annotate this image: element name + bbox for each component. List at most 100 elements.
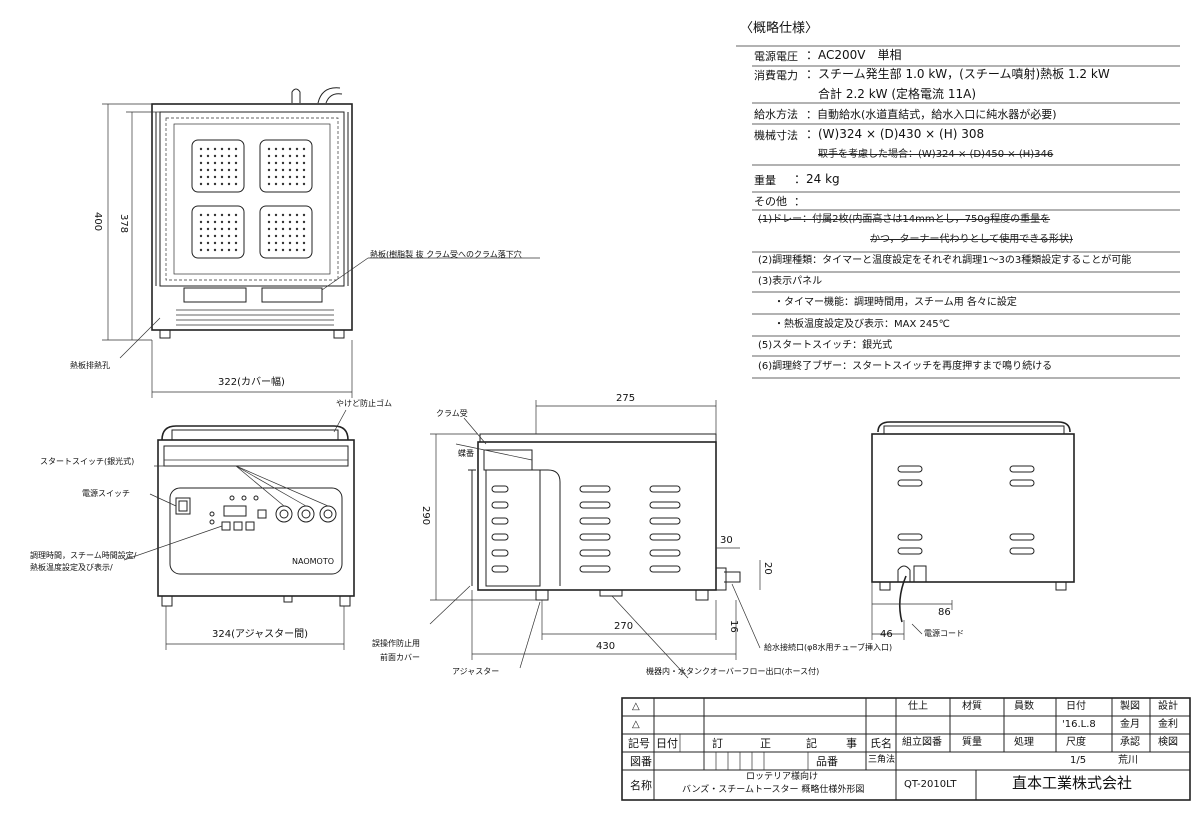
vent-dot bbox=[206, 161, 210, 165]
spec-value-power-total: 合計 2.2 kW (定格電流 11A) bbox=[818, 87, 976, 101]
vent-dot bbox=[302, 234, 306, 238]
vent-dot bbox=[227, 248, 231, 252]
vent-dot bbox=[227, 182, 231, 186]
vent-dot bbox=[206, 182, 210, 186]
spec-note-tray: (1)ドレー：付属2枚(内面高さは14mmとし，750g程度の重量を bbox=[758, 214, 1051, 225]
title-h-scale: 尺度 bbox=[1066, 737, 1086, 748]
spec-note-timer: ・タイマー機能：調理時間用，スチーム用 各々に設定 bbox=[774, 297, 1017, 308]
front-dim-378: 378 bbox=[118, 214, 129, 234]
side-vents bbox=[491, 485, 681, 573]
vent-dot bbox=[227, 220, 231, 224]
title-rev-date: 日付 bbox=[656, 737, 678, 750]
vent-dot bbox=[295, 154, 299, 158]
vent-dot bbox=[213, 248, 217, 252]
vent-dot bbox=[281, 154, 285, 158]
spec-note-tray-2: かつ，ターナー代わりとして使用できる形状) bbox=[870, 234, 1073, 245]
side-dim-270: 270 bbox=[614, 621, 634, 632]
vent-dot bbox=[234, 168, 238, 172]
vent-dot bbox=[302, 168, 306, 172]
vent-dot bbox=[199, 213, 203, 217]
vent-dot bbox=[213, 168, 217, 172]
title-h-finish: 仕上 bbox=[908, 701, 928, 712]
spec-label-voltage: 電源電圧 bbox=[754, 50, 798, 63]
vent-dot bbox=[213, 227, 217, 231]
vent-dot bbox=[206, 154, 210, 158]
vent-dot bbox=[267, 234, 271, 238]
title-h-name: 名称 bbox=[630, 779, 652, 792]
front-view bbox=[102, 87, 540, 398]
vent-dot bbox=[302, 241, 306, 245]
vent-dot bbox=[227, 175, 231, 179]
vent-dot bbox=[281, 220, 285, 224]
title-h-check: 検図 bbox=[1158, 737, 1178, 748]
side-label-adjuster: アジャスター bbox=[452, 667, 500, 676]
side-label-crumb: クラム受 bbox=[436, 409, 468, 418]
front-dim-400: 400 bbox=[92, 212, 103, 232]
vent-dot bbox=[199, 161, 203, 165]
vent-dot bbox=[220, 227, 224, 231]
vent-dot bbox=[227, 154, 231, 158]
vent-dot bbox=[213, 161, 217, 165]
vent-dot bbox=[302, 227, 306, 231]
title-rev-c3: 記 bbox=[806, 737, 817, 750]
vent-dot bbox=[220, 241, 224, 245]
vent-dot bbox=[274, 154, 278, 158]
vent-dot bbox=[227, 147, 231, 151]
panel-label-rubber: やけど防止ゴム bbox=[336, 399, 392, 408]
vent-dot bbox=[295, 241, 299, 245]
vent-dot bbox=[199, 182, 203, 186]
vent-dot bbox=[220, 248, 224, 252]
vent-dot bbox=[227, 161, 231, 165]
front-label-exhaust: 熱板排熱孔 bbox=[70, 361, 110, 370]
panel-label-settings-2: 熱板温度設定及び表示/ bbox=[30, 563, 113, 572]
vent-dot bbox=[302, 182, 306, 186]
vent-dot bbox=[295, 234, 299, 238]
vent-dot bbox=[288, 234, 292, 238]
vent-dot bbox=[281, 161, 285, 165]
vent-dot bbox=[274, 161, 278, 165]
title-block-grid bbox=[621, 697, 1191, 801]
vent-dot bbox=[281, 248, 285, 252]
vent-dot bbox=[267, 248, 271, 252]
vent-dot bbox=[274, 241, 278, 245]
title-h-qty: 員数 bbox=[1014, 701, 1034, 712]
title-triangle-2: △ bbox=[632, 719, 640, 730]
front-dim-322: 322(カバー幅) bbox=[218, 377, 285, 388]
title-h-date: 日付 bbox=[1066, 701, 1086, 712]
vent-dot bbox=[274, 220, 278, 224]
vent-dot bbox=[213, 234, 217, 238]
vent-dot bbox=[220, 182, 224, 186]
vent-dot bbox=[199, 168, 203, 172]
spec-note-start: (5)スタートスイッチ：銀光式 bbox=[758, 340, 893, 351]
title-drafter-name: 金月 bbox=[1120, 719, 1140, 730]
vent-dot bbox=[206, 220, 210, 224]
panel-dim-324: 324(アジャスター間) bbox=[212, 629, 308, 640]
title-h-assembly: 組立図番 bbox=[902, 737, 942, 748]
vent-dot bbox=[267, 147, 271, 151]
side-label-water-inlet: 給水接続口(φ8水用チューブ挿入口) bbox=[764, 643, 893, 652]
vent-dot bbox=[295, 220, 299, 224]
panel-brand-logo: NAOMOTO bbox=[292, 557, 334, 566]
vent-dot bbox=[213, 182, 217, 186]
vent-dot bbox=[295, 175, 299, 179]
vent-dot bbox=[288, 175, 292, 179]
vent-dot bbox=[199, 234, 203, 238]
vent-dot bbox=[288, 147, 292, 151]
vent-dot bbox=[199, 147, 203, 151]
vent-dot bbox=[274, 213, 278, 217]
vent-dot bbox=[199, 248, 203, 252]
vent-dot bbox=[281, 227, 285, 231]
spec-label-other: その他 bbox=[754, 195, 787, 208]
heater-vent-pads bbox=[191, 139, 313, 259]
vent-dot bbox=[267, 168, 271, 172]
vent-dot bbox=[234, 147, 238, 151]
spec-value-other: ： bbox=[794, 195, 805, 208]
vent-dot bbox=[274, 175, 278, 179]
vent-dot bbox=[302, 220, 306, 224]
vent-dot bbox=[213, 154, 217, 158]
vent-dot bbox=[227, 234, 231, 238]
vent-dot bbox=[281, 234, 285, 238]
vent-dot bbox=[288, 182, 292, 186]
vent-dot bbox=[281, 147, 285, 151]
